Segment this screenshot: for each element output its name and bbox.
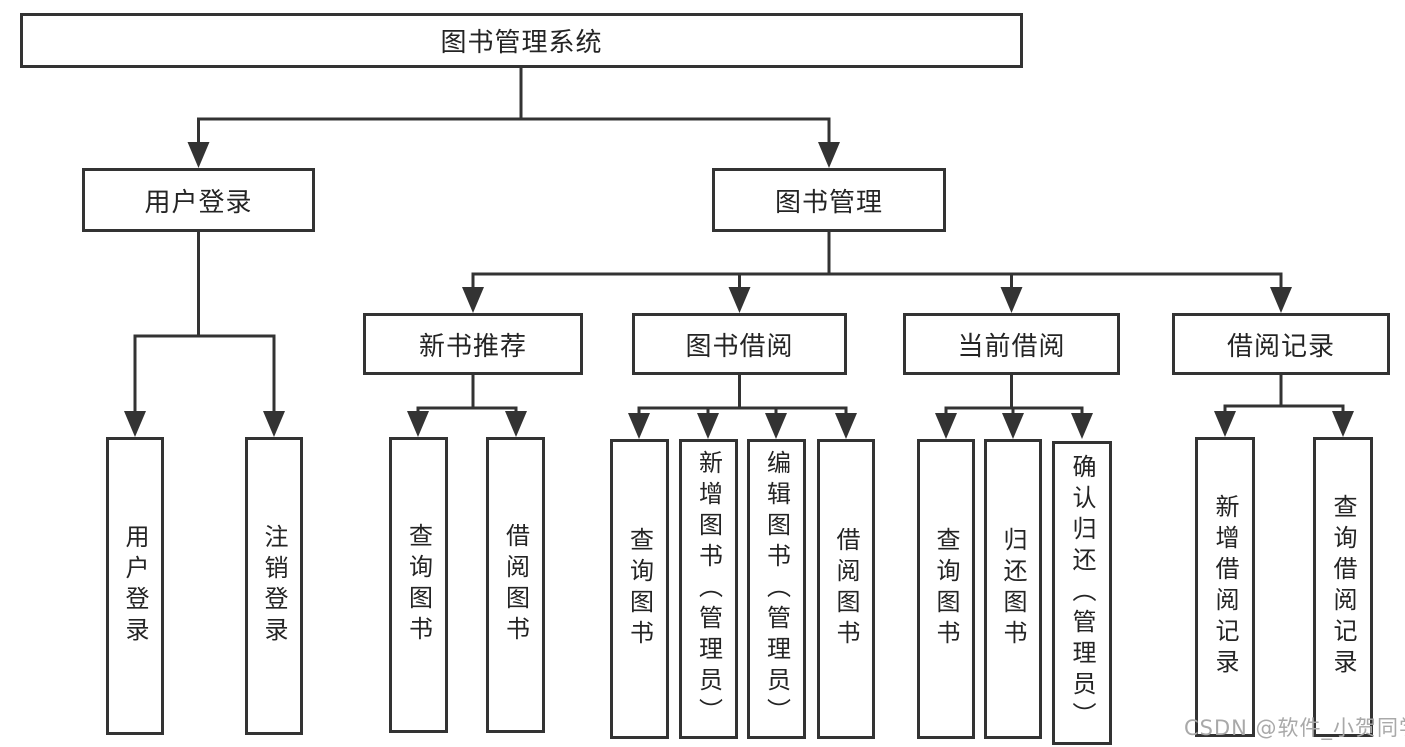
arrow-down-icon bbox=[697, 413, 719, 439]
arrow-down-icon bbox=[263, 411, 285, 437]
leaf-current-confirm-return-admin: 确认归还（管理员） bbox=[1052, 441, 1112, 745]
arrow-down-icon bbox=[1002, 413, 1024, 439]
arrow-down-icon bbox=[628, 413, 650, 439]
node-book-borrowing: 图书借阅 bbox=[632, 313, 847, 375]
watermark: CSDN @软件_小贺同学 bbox=[1184, 716, 1405, 740]
leaf-records-add-record: 新增借阅记录 bbox=[1195, 437, 1255, 737]
node-current-borrowing: 当前借阅 bbox=[903, 313, 1120, 375]
arrow-down-icon bbox=[1214, 411, 1236, 437]
arrow-down-icon bbox=[124, 411, 146, 437]
arrow-down-icon bbox=[765, 413, 787, 439]
leaf-borrowing-query-books: 查询图书 bbox=[610, 439, 669, 739]
leaf-borrowing-borrow-books: 借阅图书 bbox=[817, 439, 875, 739]
arrow-down-icon bbox=[935, 413, 957, 439]
connector-segments bbox=[133, 68, 1345, 415]
leaf-recommend-borrow-books: 借阅图书 bbox=[486, 437, 545, 733]
leaf-borrowing-edit-books-admin: 编辑图书（管理员） bbox=[747, 439, 806, 739]
leaf-borrowing-add-books-admin: 新增图书（管理员） bbox=[679, 439, 738, 739]
leaf-user-login: 用户登录 bbox=[106, 437, 164, 735]
arrow-down-icon bbox=[1270, 287, 1292, 313]
arrow-down-icon bbox=[505, 411, 527, 437]
arrow-down-icon bbox=[818, 142, 840, 168]
arrow-down-icon bbox=[1332, 411, 1354, 437]
arrow-down-icon bbox=[462, 287, 484, 313]
arrow-down-icon bbox=[728, 287, 751, 313]
node-library-management-system: 图书管理系统 bbox=[20, 13, 1023, 68]
node-borrowing-records: 借阅记录 bbox=[1172, 313, 1390, 375]
arrow-down-icon bbox=[1071, 413, 1093, 439]
leaf-recommend-query-books: 查询图书 bbox=[389, 437, 448, 733]
leaf-records-query-record: 查询借阅记录 bbox=[1313, 437, 1373, 737]
node-new-book-recommendation: 新书推荐 bbox=[363, 313, 583, 375]
node-user-login: 用户登录 bbox=[82, 168, 315, 232]
leaf-current-return-books: 归还图书 bbox=[984, 439, 1042, 739]
arrow-down-icon bbox=[1000, 287, 1023, 313]
arrow-down-icon bbox=[187, 142, 210, 168]
arrowheads bbox=[124, 142, 1354, 439]
leaf-logout: 注销登录 bbox=[245, 437, 303, 735]
node-book-management: 图书管理 bbox=[712, 168, 946, 232]
leaf-current-query-books: 查询图书 bbox=[917, 439, 975, 739]
arrow-down-icon bbox=[835, 413, 857, 439]
arrow-down-icon bbox=[407, 411, 429, 437]
